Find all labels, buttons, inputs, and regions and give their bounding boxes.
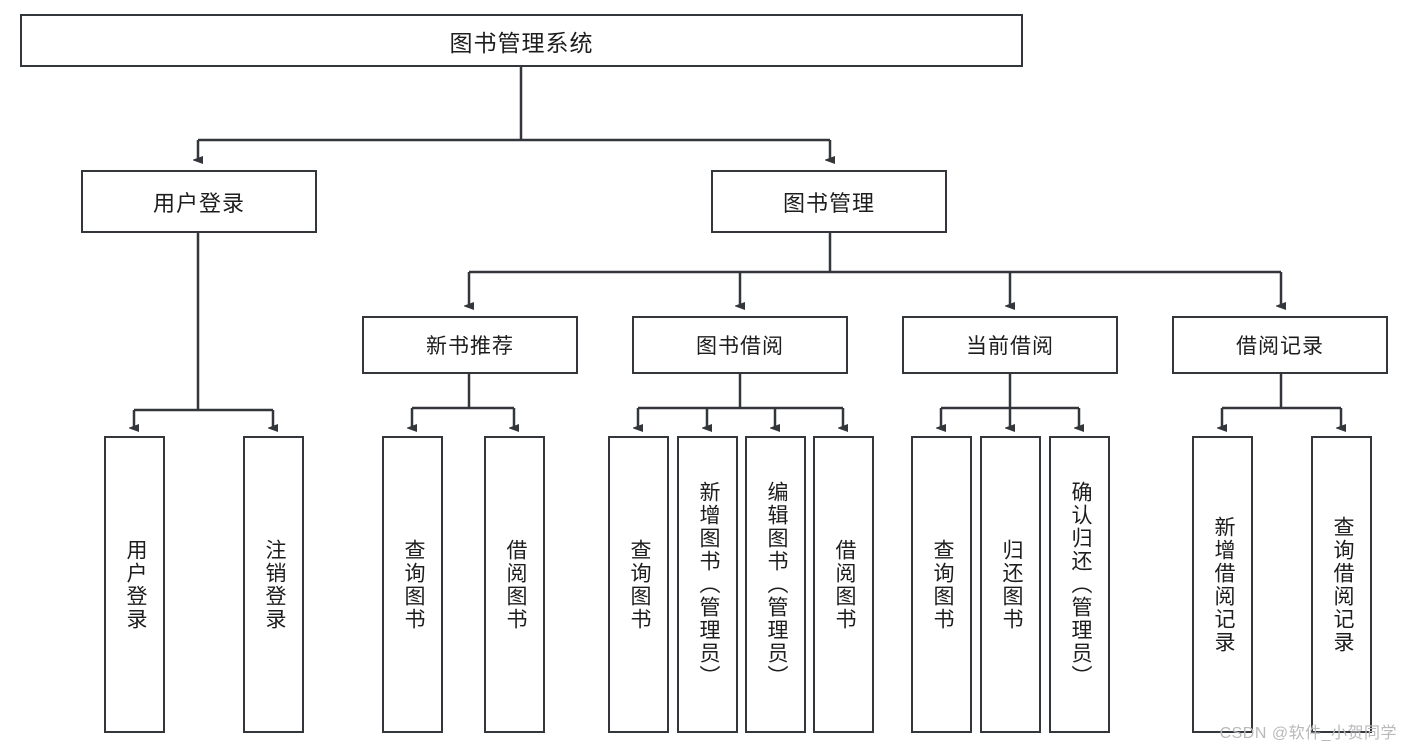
leaf-book-borrow-borrow[interactable]: 借阅图书: [813, 436, 874, 733]
leaf-label: 查询图书: [401, 538, 425, 631]
leaf-user-login-logout[interactable]: 注销登录: [243, 436, 304, 733]
node-book-borrow[interactable]: 图书借阅: [632, 316, 848, 374]
leaf-user-login-login[interactable]: 用户登录: [104, 436, 165, 733]
node-root-label: 图书管理系统: [449, 29, 594, 56]
node-current-borrow-label: 当前借阅: [966, 335, 1054, 358]
leaf-label: 用户登录: [123, 538, 147, 631]
leaf-label: 注销登录: [262, 538, 286, 631]
watermark: CSDN @软件_小贺同学: [1219, 725, 1397, 742]
leaf-current-borrow-return[interactable]: 归还图书: [980, 436, 1041, 733]
leaf-label: 查询图书: [627, 538, 651, 631]
node-root[interactable]: 图书管理系统: [20, 14, 1023, 67]
leaf-label: 编辑图书（管理员）: [764, 481, 788, 688]
node-new-book-recommend[interactable]: 新书推荐: [362, 316, 578, 374]
leaf-current-borrow-confirm-return[interactable]: 确认归还（管理员）: [1049, 436, 1110, 733]
leaf-label: 确认归还（管理员）: [1068, 481, 1092, 688]
leaf-new-book-borrow[interactable]: 借阅图书: [484, 436, 545, 733]
leaf-book-borrow-edit[interactable]: 编辑图书（管理员）: [745, 436, 806, 733]
leaf-borrow-record-query[interactable]: 查询借阅记录: [1311, 436, 1372, 733]
leaf-label: 新增图书（管理员）: [696, 481, 720, 688]
node-borrow-record-label: 借阅记录: [1236, 335, 1324, 358]
node-user-login[interactable]: 用户登录: [81, 170, 317, 233]
leaf-new-book-query[interactable]: 查询图书: [382, 436, 443, 733]
leaf-current-borrow-query[interactable]: 查询图书: [911, 436, 972, 733]
leaf-borrow-record-add[interactable]: 新增借阅记录: [1192, 436, 1253, 733]
node-book-borrow-label: 图书借阅: [696, 335, 784, 358]
node-user-login-label: 用户登录: [152, 190, 245, 216]
leaf-book-borrow-query[interactable]: 查询图书: [608, 436, 669, 733]
leaf-label: 新增借阅记录: [1211, 515, 1235, 654]
node-current-borrow[interactable]: 当前借阅: [902, 316, 1118, 374]
leaf-label: 归还图书: [999, 538, 1023, 631]
leaf-label: 查询图书: [930, 538, 954, 631]
leaf-label: 借阅图书: [503, 538, 527, 631]
node-new-book-recommend-label: 新书推荐: [426, 335, 514, 358]
leaf-label: 借阅图书: [832, 538, 856, 631]
node-borrow-record[interactable]: 借阅记录: [1172, 316, 1388, 374]
leaf-book-borrow-add[interactable]: 新增图书（管理员）: [677, 436, 738, 733]
node-book-management[interactable]: 图书管理: [711, 170, 947, 233]
leaf-label: 查询借阅记录: [1330, 515, 1354, 654]
node-book-management-label: 图书管理: [782, 190, 875, 216]
